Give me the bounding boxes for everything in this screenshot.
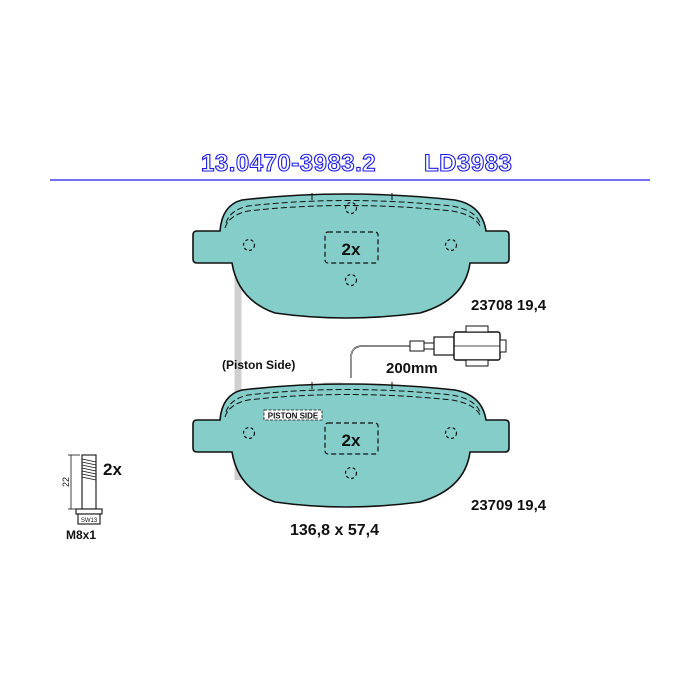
top-pad-hole-marks xyxy=(242,201,458,287)
bolt-quantity: 2x xyxy=(103,460,122,479)
bolt-head xyxy=(77,513,101,525)
bottom-pad-hole-marks xyxy=(242,426,458,480)
bolt-length-dimension: 22 xyxy=(61,477,71,487)
ld-number: LD3983 xyxy=(423,149,513,177)
bolt-thread: M8x1 xyxy=(66,528,97,542)
top-pad-code: 23708 19,4 xyxy=(471,297,547,314)
bottom-pad-inner-line xyxy=(225,389,481,413)
bolt-shank xyxy=(81,454,97,510)
top-pad-quantity: 2x xyxy=(342,240,361,259)
bottom-pad-qty-box xyxy=(324,422,379,455)
top-pad-qty-box xyxy=(324,231,379,264)
top-pad-inner-line-2 xyxy=(224,205,482,229)
top-brake-pad: 2x xyxy=(192,193,510,319)
wear-sensor-wire xyxy=(350,325,507,378)
top-pad-outline xyxy=(192,193,510,319)
wire-length: 200mm xyxy=(386,360,438,377)
bottom-pad-code: 23709 19,4 xyxy=(471,497,547,514)
bolt-head-mark: SW13 xyxy=(81,518,98,524)
bottom-brake-pad: PISTON SIDE 2x xyxy=(192,382,510,508)
bottom-pad-quantity: 2x xyxy=(342,431,361,450)
top-pad-inner-line xyxy=(225,200,481,224)
bottom-pad-inner-line-2 xyxy=(224,394,482,418)
piston-side-stamp: PISTON SIDE xyxy=(268,412,319,421)
pad-dimensions: 136,8 x 57,4 xyxy=(290,522,379,539)
part-number: 13.0470-3983.2 xyxy=(200,149,377,177)
piston-side-stamp-box xyxy=(263,409,323,421)
piston-side-label: (Piston Side) xyxy=(222,358,296,372)
bolt-drawing: 22 SW13 xyxy=(61,454,103,525)
